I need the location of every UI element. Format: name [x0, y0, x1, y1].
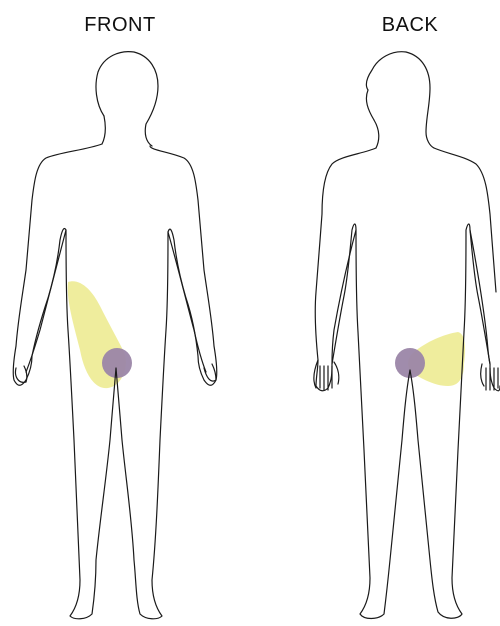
front-figure — [13, 52, 217, 619]
back-head-outline — [366, 52, 434, 148]
back-trigger-point — [395, 348, 425, 378]
front-body-outline — [13, 144, 217, 619]
front-neck-left — [102, 116, 105, 144]
front-right-arm-inner — [168, 232, 206, 372]
back-shoulder-right — [434, 148, 496, 292]
front-left-arm-inner — [26, 230, 66, 372]
back-neck-left — [374, 120, 379, 148]
front-left-hand — [15, 366, 26, 382]
back-right-arm-inner — [470, 230, 490, 364]
back-right-hand — [481, 364, 498, 390]
back-figure — [314, 52, 500, 619]
back-body-outline — [315, 148, 500, 619]
front-right-hand — [204, 364, 216, 381]
